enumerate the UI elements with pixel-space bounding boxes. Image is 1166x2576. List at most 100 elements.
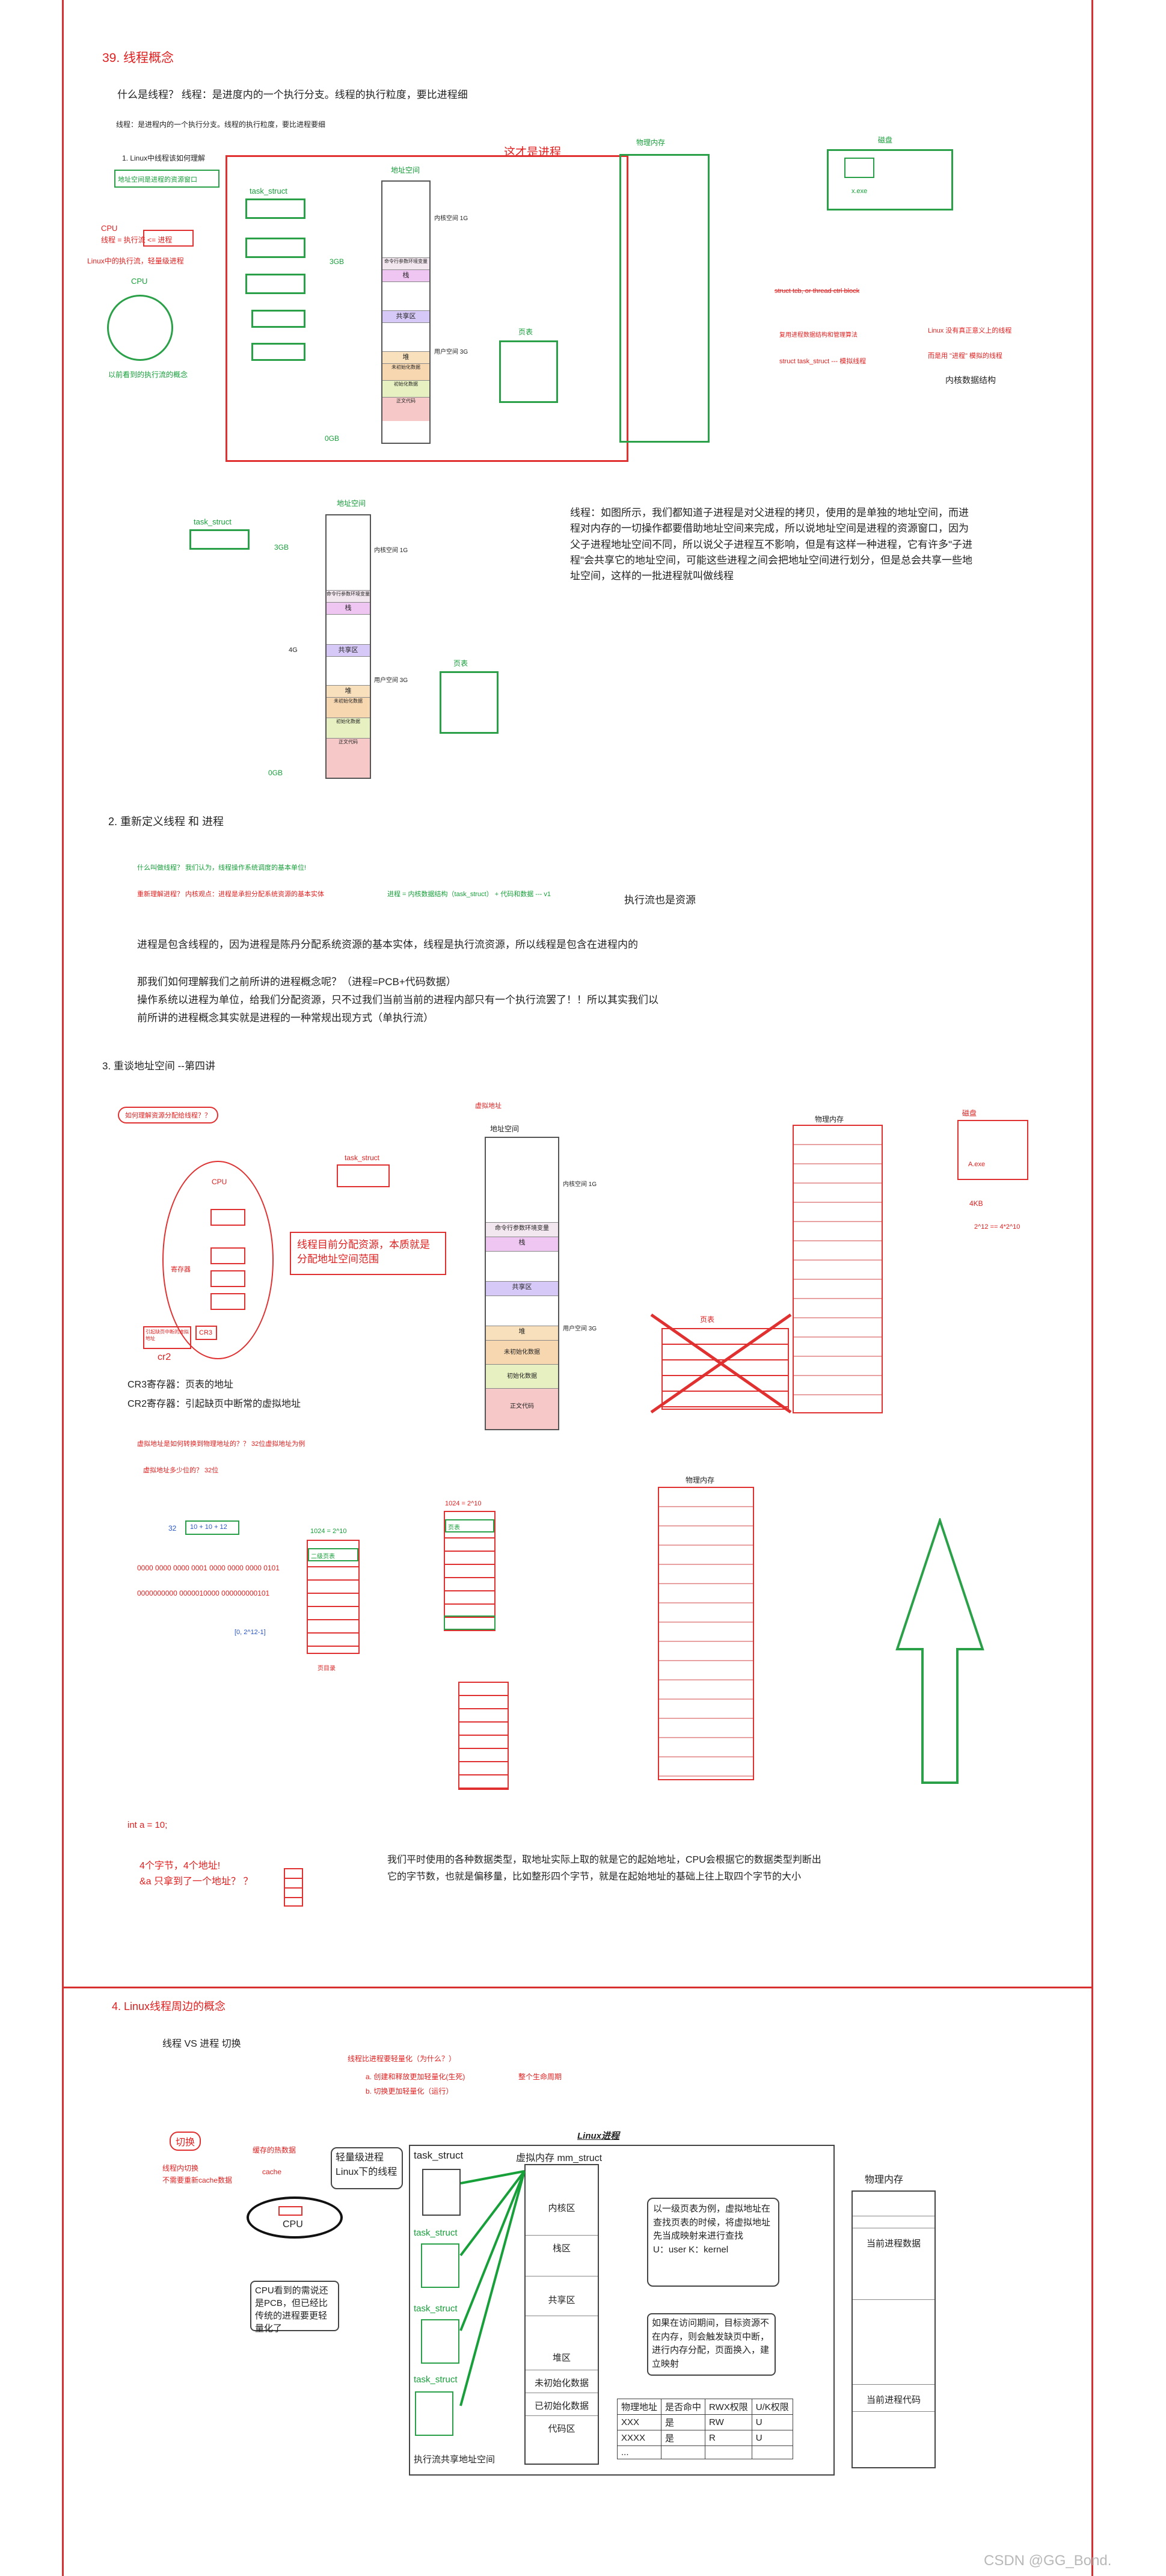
sec2-q4: 执行流也是资源	[624, 894, 696, 906]
task-struct-4b: task_struct	[414, 2228, 458, 2238]
sec3-seg-heap: 堆	[486, 1326, 558, 1340]
seg-kernel-b	[327, 515, 370, 590]
task-struct-label-2: task_struct	[194, 517, 232, 526]
sec3-page-table-label: 页表	[700, 1315, 715, 1324]
binary-2: 0000000000 0000010000 000000000101	[137, 1589, 270, 1597]
sec4-q1c: 整个生命周期	[518, 2073, 562, 2081]
cpu-thread-highlight	[143, 230, 194, 247]
addr-space-column-39b: 命令行参数环境变量 栈 共享区 堆 未初始化数据 初始化数据 正文代码	[325, 514, 371, 779]
sec3-phys-mem: 物理内存	[815, 1115, 844, 1124]
page-table-col-2-hl	[444, 1615, 496, 1630]
va-question-2: 虚拟地址多少位的？ 32位	[143, 1467, 219, 1474]
cpu-circle-label: CPU	[131, 277, 148, 286]
sec3-addr-column: 命令行参数环境变量 栈 共享区 堆 未初始化数据 初始化数据 正文代码	[485, 1137, 559, 1430]
page-table-box-2	[440, 671, 499, 734]
cpu-thread-note: 线程 = 执行流 <= 进程	[101, 236, 173, 244]
page-table-col-3	[458, 1682, 509, 1790]
page-table-label: 页表	[518, 328, 533, 336]
seg-stack: 栈	[382, 269, 429, 281]
thread-alloc-note: 线程目前分配资源，本质就是分配地址空间范围	[290, 1232, 446, 1275]
disk-box	[827, 149, 953, 211]
sec3-cpu-oval	[162, 1161, 274, 1359]
sec3-seg-data: 初始化数据	[486, 1364, 558, 1388]
kernel-ds-label: 内核数据结构	[945, 375, 996, 385]
task-struct-box-4	[251, 310, 305, 328]
pcb-note-text: CPU看到的需说还是PCB，但已经比传统的进程要更轻量化了	[255, 2286, 328, 2334]
sec2-p3: 操作系统以进程为单位，给我们分配资源，只不过我们当前当前的进程内部只有一个执行流…	[137, 994, 658, 1006]
lwp-note: 轻量级进程 Linux下的线程	[331, 2147, 403, 2189]
addr-space-label: 地址空间	[391, 166, 420, 174]
tcb-note-4: 而是用 "进程" 模拟的线程	[928, 352, 1002, 360]
cache-note-1: 缓存的热数据	[253, 2146, 296, 2154]
ptable-label: 页表	[445, 1519, 494, 1532]
sec3-regs: 寄存器	[171, 1266, 191, 1273]
addr-question: &a 只拿到了一个地址？ ？	[140, 1877, 253, 1887]
sec3-addr-space: 地址空间	[490, 1125, 520, 1133]
cell: XXX	[616, 2414, 662, 2430]
seg-gap-b1	[327, 614, 370, 644]
page-dir-label: 页目录	[318, 1665, 336, 1672]
sec3-user-label: 用户空间 3G	[563, 1326, 597, 1332]
th-uk: U/K权限	[751, 2399, 793, 2415]
seg-env: 命令行参数环境变量	[382, 257, 429, 269]
mm-uninit: 未初始化数据	[526, 2370, 598, 2393]
switch-note-2: 不需要重新cache数据	[162, 2176, 233, 2184]
va-question: 虚拟地址是如何转换到物理地址的？？ 32位虚拟地址为例	[137, 1440, 305, 1448]
bits-text: 10 + 10 + 12	[190, 1523, 227, 1531]
seg-shared-b: 共享区	[327, 644, 370, 656]
linux-thread-note: 1. Linux中线程该如何理解	[122, 154, 206, 162]
pm-cur-code: 当前进程代码	[853, 2384, 934, 2412]
addr-space-note-text: 地址空间是进程的资源窗口	[118, 176, 197, 183]
sec3-seg-stack: 栈	[486, 1237, 558, 1251]
tcb-note-1: 复用进程数据结构和管理算法	[779, 332, 858, 339]
what-is-thread-small: 线程：是进程内的一个执行分支。线程的执行粒度，要比进程要细	[116, 120, 326, 129]
seg-text: 正文代码	[382, 397, 429, 421]
addr-space-column-39: 命令行参数环境变量 栈 共享区 堆 未初始化数据 初始化数据 正文代码	[381, 180, 431, 444]
process-box	[226, 155, 628, 462]
cell: ...	[616, 2445, 662, 2459]
pm-row-1	[853, 2216, 934, 2228]
pt-note: 以一级页表为例，虚拟地址在查找页表的时候，将虚拟地址先当成映射来进行查找 U：u…	[647, 2198, 779, 2287]
page-table-label-2: 页表	[453, 659, 468, 668]
sec4-sub: 线程 VS 进程 切换	[162, 2039, 241, 2049]
task-struct-4: task_struct	[414, 2150, 464, 2161]
section-frame-top	[62, 0, 1093, 1988]
g3-label: 3GB	[330, 257, 345, 266]
thread-paragraph: 线程：如图所示，我们都知道子进程是对父进程的拷贝，使用的是单独的地址空间，而进程…	[570, 507, 973, 582]
reg-box-1	[210, 1209, 245, 1226]
g3-label-2: 3GB	[274, 543, 289, 552]
linux-process-title: Linux进程	[577, 2131, 619, 2141]
seg-heap-b: 堆	[327, 685, 370, 697]
sec2-p4: 前所讲的进程概念其实就是进程的一种常规出现方式（单执行流）	[137, 1012, 434, 1024]
green-up-arrow	[895, 1518, 984, 1784]
sec4-phys-mem: 物理内存	[865, 2175, 904, 2185]
sec2-p1: 进程是包含线程的，因为进程是陈丹分配系统资源的基本实体，线程是执行流资源，所以线…	[137, 939, 638, 950]
sec4-q1a: a. 创建和释放更加轻量化(生死)	[366, 2073, 465, 2081]
seg-bss: 未初始化数据	[382, 363, 429, 380]
lwp-note-1: 轻量级进程	[336, 2153, 384, 2163]
seg-gap-1	[382, 281, 429, 310]
pt-note-uk: U：user K：kernel	[653, 2244, 729, 2255]
kernel-space-label: 内核空间 1G	[434, 215, 468, 222]
reg-cr2: cr2	[158, 1352, 171, 1362]
cpu-chip-4	[278, 2206, 302, 2216]
th-rwx: RWX权限	[705, 2399, 752, 2415]
pt-note-text: 以一级页表为例，虚拟地址在查找页表的时候，将虚拟地址先当成映射来进行查找	[653, 2204, 771, 2241]
sec2-q2: 重新理解进程？ 内核观点：进程是承担分配系统资源的基本实体	[137, 891, 325, 898]
pcb-note: CPU看到的需说还是PCB，但已经比传统的进程要更轻量化了	[250, 2281, 339, 2334]
crossed-out-mark	[650, 1313, 792, 1414]
mm-init: 已初始化数据	[526, 2393, 598, 2415]
cell: RW	[705, 2414, 752, 2430]
sec4-q1b: b. 切换更加轻量化（运行）	[366, 2087, 453, 2095]
seg-data-b: 初始化数据	[327, 718, 370, 738]
seg-heap: 堆	[382, 351, 429, 363]
mm-heap: 堆区	[526, 2316, 598, 2370]
seg-env-b: 命令行参数环境变量	[327, 590, 370, 602]
g0-label-2: 0GB	[268, 769, 283, 777]
ptable-text: 页表	[448, 1525, 460, 1531]
sec3-kernel-label: 内核空间 1G	[563, 1181, 597, 1188]
seg-stack-b: 栈	[327, 602, 370, 614]
disk-label: 磁盘	[878, 136, 893, 144]
addr-space-note: 地址空间是进程的资源窗口	[114, 170, 219, 188]
virt-addr-label: 虚拟地址	[475, 1102, 502, 1110]
